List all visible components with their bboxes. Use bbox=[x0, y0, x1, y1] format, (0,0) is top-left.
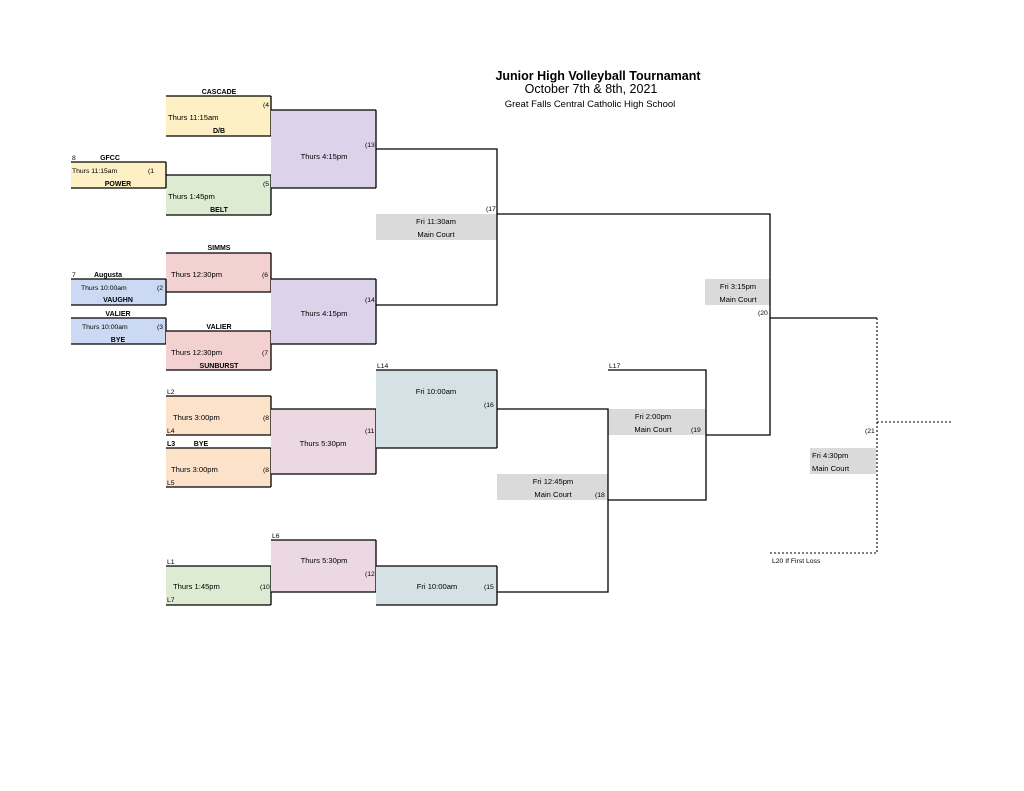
page-title: Junior High Volleyball Tournamant bbox=[495, 69, 701, 83]
game-time: Thurs 12:30pm bbox=[171, 348, 222, 357]
team-label: VALIER bbox=[105, 311, 130, 318]
team-label: POWER bbox=[105, 181, 131, 188]
game-number: (19 bbox=[691, 427, 701, 434]
court-label: Main Court bbox=[634, 425, 672, 434]
game-number: (18 bbox=[595, 492, 605, 499]
team-label: VALIER bbox=[206, 324, 231, 331]
game-number: (2 bbox=[157, 285, 163, 292]
game-number: (11 bbox=[365, 428, 375, 435]
game-10: L1 Thurs 1:45pm (10 L7 bbox=[166, 559, 272, 606]
game-8-upper: L2 Thurs 3:00pm (8 L4 bbox=[166, 389, 272, 436]
game-number: (5 bbox=[263, 181, 269, 188]
seed-number: 8 bbox=[72, 155, 76, 162]
tournament-dates: October 7th & 8th, 2021 bbox=[525, 82, 658, 96]
game-time: Thurs 10:00am bbox=[81, 285, 127, 292]
team-label: L5 bbox=[167, 480, 175, 487]
game-20: Fri 3:15pm Main Court (20 bbox=[705, 279, 770, 317]
game-time: Thurs 4:15pm bbox=[301, 309, 348, 318]
game-number: (4 bbox=[263, 102, 269, 109]
game-8-lower: L3 BYE Thurs 3:00pm (8 L5 bbox=[166, 441, 272, 488]
game-3: VALIER Thurs 10:00am (3 BYE bbox=[71, 311, 167, 345]
game-6: SIMMS Thurs 12:30pm (6 bbox=[166, 245, 272, 293]
team-label: CASCADE bbox=[202, 89, 237, 96]
game-number: (16 bbox=[484, 402, 494, 409]
game-13: Thurs 4:15pm (13 bbox=[271, 109, 377, 189]
team-label: L3 bbox=[167, 441, 175, 448]
team-label: L14 bbox=[377, 363, 389, 370]
team-label: L6 bbox=[272, 533, 280, 540]
game-time: Fri 4:30pm bbox=[812, 451, 848, 460]
game-number: (8 bbox=[263, 467, 269, 474]
game-number: (21 bbox=[865, 428, 875, 435]
game-time: Thurs 5:30pm bbox=[301, 556, 348, 565]
if-game-note: L20 If First Loss bbox=[772, 558, 821, 565]
game-17: Fri 11:30am Main Court (17 bbox=[376, 206, 497, 240]
game-time: Thurs 5:30pm bbox=[300, 439, 347, 448]
game-time: Fri 11:30am bbox=[416, 217, 456, 226]
team-label: L1 bbox=[167, 559, 175, 566]
game-2: 7 Augusta Thurs 10:00am (2 VAUGHN bbox=[71, 272, 167, 306]
team-label: L7 bbox=[167, 597, 175, 604]
team-label: SIMMS bbox=[208, 245, 231, 252]
court-label: Main Court bbox=[534, 490, 572, 499]
team-label: VAUGHN bbox=[103, 297, 133, 304]
game-time: Thurs 1:45pm bbox=[168, 192, 215, 201]
court-label: Main Court bbox=[812, 464, 850, 473]
game-time: Thurs 12:30pm bbox=[171, 270, 222, 279]
game-time: Fri 3:15pm bbox=[720, 282, 756, 291]
game-16: L14 Fri 10:00am (16 bbox=[376, 363, 498, 449]
game-number: (17 bbox=[486, 206, 496, 213]
if-game-connectors bbox=[770, 318, 952, 554]
game-12: L6 Thurs 5:30pm (12 bbox=[271, 533, 377, 593]
team-label: BELT bbox=[210, 207, 228, 214]
game-time: Thurs 3:00pm bbox=[173, 413, 220, 422]
bracket-connectors bbox=[376, 148, 877, 593]
game-time: Thurs 3:00pm bbox=[171, 465, 218, 474]
team-label: L2 bbox=[167, 389, 175, 396]
game-number: (7 bbox=[262, 350, 268, 357]
game-time: Fri 2:00pm bbox=[635, 412, 671, 421]
game-4: CASCADE Thurs 11:15am (4 D/B bbox=[166, 89, 272, 137]
game-7: VALIER Thurs 12:30pm (7 SUNBURST bbox=[166, 324, 272, 371]
game-number: (10 bbox=[260, 584, 270, 591]
game-number: (12 bbox=[365, 571, 375, 578]
team-label: BYE bbox=[194, 441, 209, 448]
team-label: L17 bbox=[609, 363, 621, 370]
game-time: Thurs 1:45pm bbox=[173, 582, 220, 591]
game-number: (20 bbox=[758, 310, 768, 317]
game-time: Fri 10:00am bbox=[416, 387, 457, 396]
team-label: D/B bbox=[213, 128, 225, 135]
game-number: (14 bbox=[365, 297, 375, 304]
team-label: GFCC bbox=[100, 155, 120, 162]
court-label: Main Court bbox=[719, 295, 757, 304]
game-number: (6 bbox=[262, 272, 268, 279]
game-11: Thurs 5:30pm (11 bbox=[271, 408, 377, 475]
game-time: Thurs 10:00am bbox=[82, 324, 128, 331]
team-label: L4 bbox=[167, 428, 175, 435]
game-19: Fri 2:00pm Main Court (19 L17 bbox=[608, 363, 706, 435]
team-label: Augusta bbox=[94, 272, 122, 279]
seed-number: 7 bbox=[72, 272, 76, 279]
game-number: (13 bbox=[365, 142, 375, 149]
game-21: Fri 4:30pm Main Court (21 bbox=[810, 428, 876, 474]
game-14: Thurs 4:15pm (14 bbox=[271, 278, 377, 345]
game-number: (3 bbox=[157, 324, 163, 331]
game-time: Thurs 11:15am bbox=[168, 113, 219, 122]
tournament-venue: Great Falls Central Catholic High School bbox=[505, 99, 676, 110]
game-time: Thurs 11:15am bbox=[72, 168, 118, 175]
game-15: Fri 10:00am (15 bbox=[376, 565, 498, 606]
game-5: Thurs 1:45pm (5 BELT bbox=[166, 174, 272, 216]
game-time: Fri 10:00am bbox=[417, 582, 458, 591]
game-1: 8 GFCC Thurs 11:15am (1 POWER bbox=[71, 155, 167, 189]
court-label: Main Court bbox=[417, 230, 455, 239]
team-label: BYE bbox=[111, 337, 126, 344]
game-time: Thurs 4:15pm bbox=[301, 152, 348, 161]
game-time: Fri 12:45pm bbox=[533, 477, 574, 486]
team-label: SUNBURST bbox=[200, 363, 240, 370]
game-18: Fri 12:45pm Main Court (18 bbox=[497, 474, 608, 500]
game-number: (8 bbox=[263, 415, 269, 422]
game-number: (1 bbox=[148, 168, 154, 175]
game-number: (15 bbox=[484, 584, 494, 591]
